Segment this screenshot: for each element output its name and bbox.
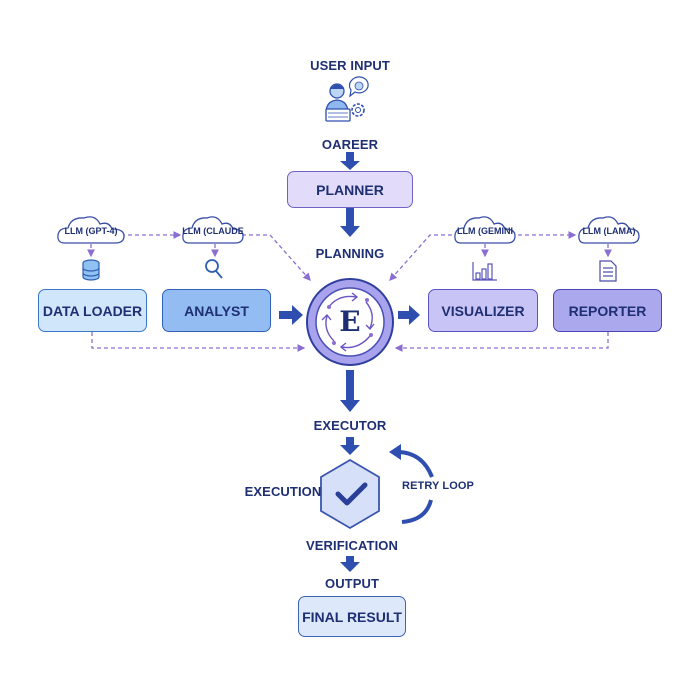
bar-chart-icon [472,262,497,281]
llm-cloud-gpt4: LLM (GPT-4) [55,212,127,246]
cloud-icon [182,216,244,244]
llm-label: LLM (CLAUDE [182,226,244,236]
magnifier-icon [205,259,223,279]
llm-cloud-claude: LLM (CLAUDE [180,212,246,246]
orchestrator-hub [306,278,394,366]
executor-label: EXECUTOR [313,418,387,433]
arrow-executor-to-execution [340,437,360,455]
user-with-laptop-icon [325,76,369,122]
arrow-verification-to-output [340,556,360,572]
cycle-arrows-icon [321,292,375,352]
arrow-analyst-to-hub [279,305,303,325]
database-icon [82,259,100,281]
llm-label: LLM (GPT-4) [64,226,118,236]
final-result-node[interactable]: FINAL RESULT [298,596,406,637]
agent-analyst[interactable]: ANALYST [162,289,271,332]
output-label: OUTPUT [324,576,380,591]
planning-label: PLANNING [315,246,385,261]
hub-letter: E [339,305,361,338]
cloud-icon [57,216,125,244]
llm-cloud-lama: LLM (LAMA) [576,212,642,246]
arrow-career-to-planner [340,152,360,170]
execution-label: EXECUTION [244,484,322,499]
arrow-planner-to-planning [340,208,360,237]
planner-node[interactable]: PLANNER [287,171,413,208]
verification-label: VERIFICATION [306,538,398,553]
cloud-icon [454,216,516,244]
execution-hexagon [320,458,380,530]
dashed-claude-to-hub [242,234,311,281]
checkmark-icon [335,482,368,506]
arrow-hub-to-visualizer [398,305,420,325]
llm-label: LLM (LAMA) [582,226,636,236]
arrow-hub-to-executor [340,370,360,412]
cloud-icon [578,216,640,244]
dashed-gemini-to-hub [389,234,452,281]
user-input-label: USER INPUT [310,58,390,73]
dashed-dataloader-to-hub [91,332,306,352]
llm-cloud-gemini: LLM (GEMINI [452,212,518,246]
retry-loop-arrow [396,450,434,524]
document-icon [599,260,617,282]
career-label: OAREER [321,137,379,152]
agent-data-loader[interactable]: DATA LOADER [38,289,147,332]
retry-loop-label: RETRY LOOP [402,480,474,492]
llm-label: LLM (GEMINI [457,226,513,236]
dashed-reporter-to-hub [394,332,609,352]
agent-visualizer[interactable]: VISUALIZER [428,289,538,332]
agent-reporter[interactable]: REPORTER [553,289,662,332]
